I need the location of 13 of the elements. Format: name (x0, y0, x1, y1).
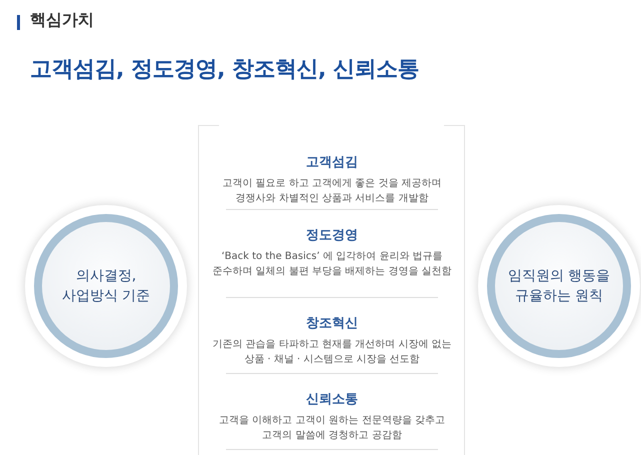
value-heading: 신뢰소통 (306, 391, 358, 408)
diagram-title: 핵심가치 (30, 10, 94, 31)
value-description: 고객이 필요로 하고 고객에게 좋은 것을 제공하며 경쟁사와 차별적인 상품과 서비스를 개발함 (221, 177, 443, 206)
value-heading: 고객섬김 (306, 154, 358, 171)
subtitle: 고객섬김, 정도경영, 창조혁신, 신뢰소통 (30, 56, 420, 84)
values-panel (198, 125, 465, 455)
value-description: 기존의 관습을 타파하고 현재를 개선하며 시장에 없는 상품 · 채널 · 시스템으로 시장을 선도함 (212, 338, 452, 367)
value-description: 고객을 이해하고 고객이 원하는 전문역량을 갖추고 고객의 말씀에 경청하고 공감함 (218, 414, 446, 443)
value-description: ‘Back to the Basics’ 에 입각하여 윤리와 법규를 준수하며 일체의 불편 부당을 배제하는 경영을 실천함 (212, 250, 452, 279)
value-heading: 창조혁신 (306, 315, 358, 332)
badge-text: 임직원의 행동을 규율하는 원칙 (506, 267, 612, 306)
badge-text: 의사결정, 사업방식 기준 (60, 267, 152, 306)
value-heading: 정도경영 (306, 227, 358, 244)
